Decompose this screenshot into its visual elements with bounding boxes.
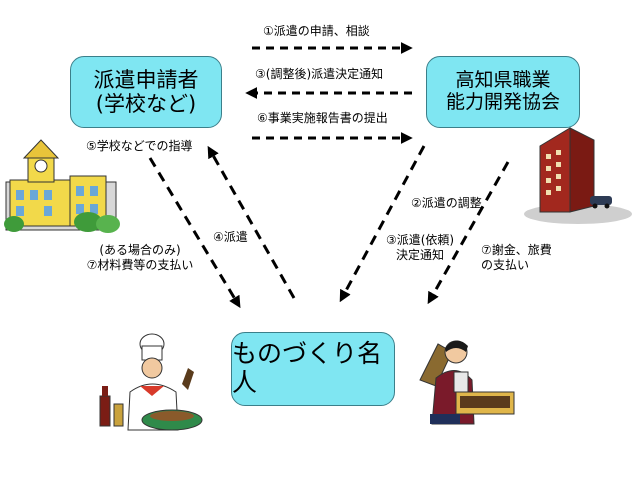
step4-label: ④派遣 <box>213 230 248 244</box>
arrow-step3-request <box>339 145 426 303</box>
arrow-step4 <box>207 145 296 299</box>
applicant-label-line1: 派遣申請者 <box>93 67 199 92</box>
arrow-step7-fee <box>427 161 510 305</box>
arrow-step5 <box>148 157 241 309</box>
step2-label: ②派遣の調整 <box>411 196 482 210</box>
step6-label: ⑥事業実施報告書の提出 <box>257 111 388 125</box>
step3-notice-label: ③(調整後)派遣決定通知 <box>255 67 384 81</box>
step3-request-label: ③派遣(依頼) 決定通知 <box>380 233 460 263</box>
craftsman-icon <box>419 340 515 425</box>
step7-material-line2: ⑦材料費等の支払い <box>86 258 194 272</box>
step1-label: ①派遣の申請、相談 <box>263 24 370 38</box>
applicant-box: 派遣申請者 (学校など) <box>70 56 222 128</box>
office-building-icon <box>524 127 632 224</box>
step3-request-line2: 決定通知 <box>395 248 444 262</box>
meister-label: ものづくり名人 <box>232 339 383 397</box>
association-label-line1: 高知県職業 <box>455 69 551 92</box>
step7-fee-line1: ⑦謝金、旅費 <box>481 243 552 257</box>
chef-icon <box>99 333 203 431</box>
association-box: 高知県職業 能力開発協会 <box>426 56 580 128</box>
school-building-icon <box>4 139 120 233</box>
association-label-line2: 能力開発協会 <box>445 91 560 113</box>
step7-fee-line2: の支払い <box>481 258 530 272</box>
step7-material-line1: (ある場合のみ) <box>99 243 181 257</box>
step5-label: ⑤学校などでの指導 <box>86 139 193 153</box>
step3-request-line1: ③派遣(依頼) <box>385 233 455 247</box>
applicant-label-line2: (学校など) <box>95 92 197 116</box>
step7-fee-label: ⑦謝金、旅費 の支払い <box>481 243 552 273</box>
meister-box: ものづくり名人 <box>231 332 395 406</box>
step7-material-label: (ある場合のみ) ⑦材料費等の支払い <box>70 243 210 273</box>
